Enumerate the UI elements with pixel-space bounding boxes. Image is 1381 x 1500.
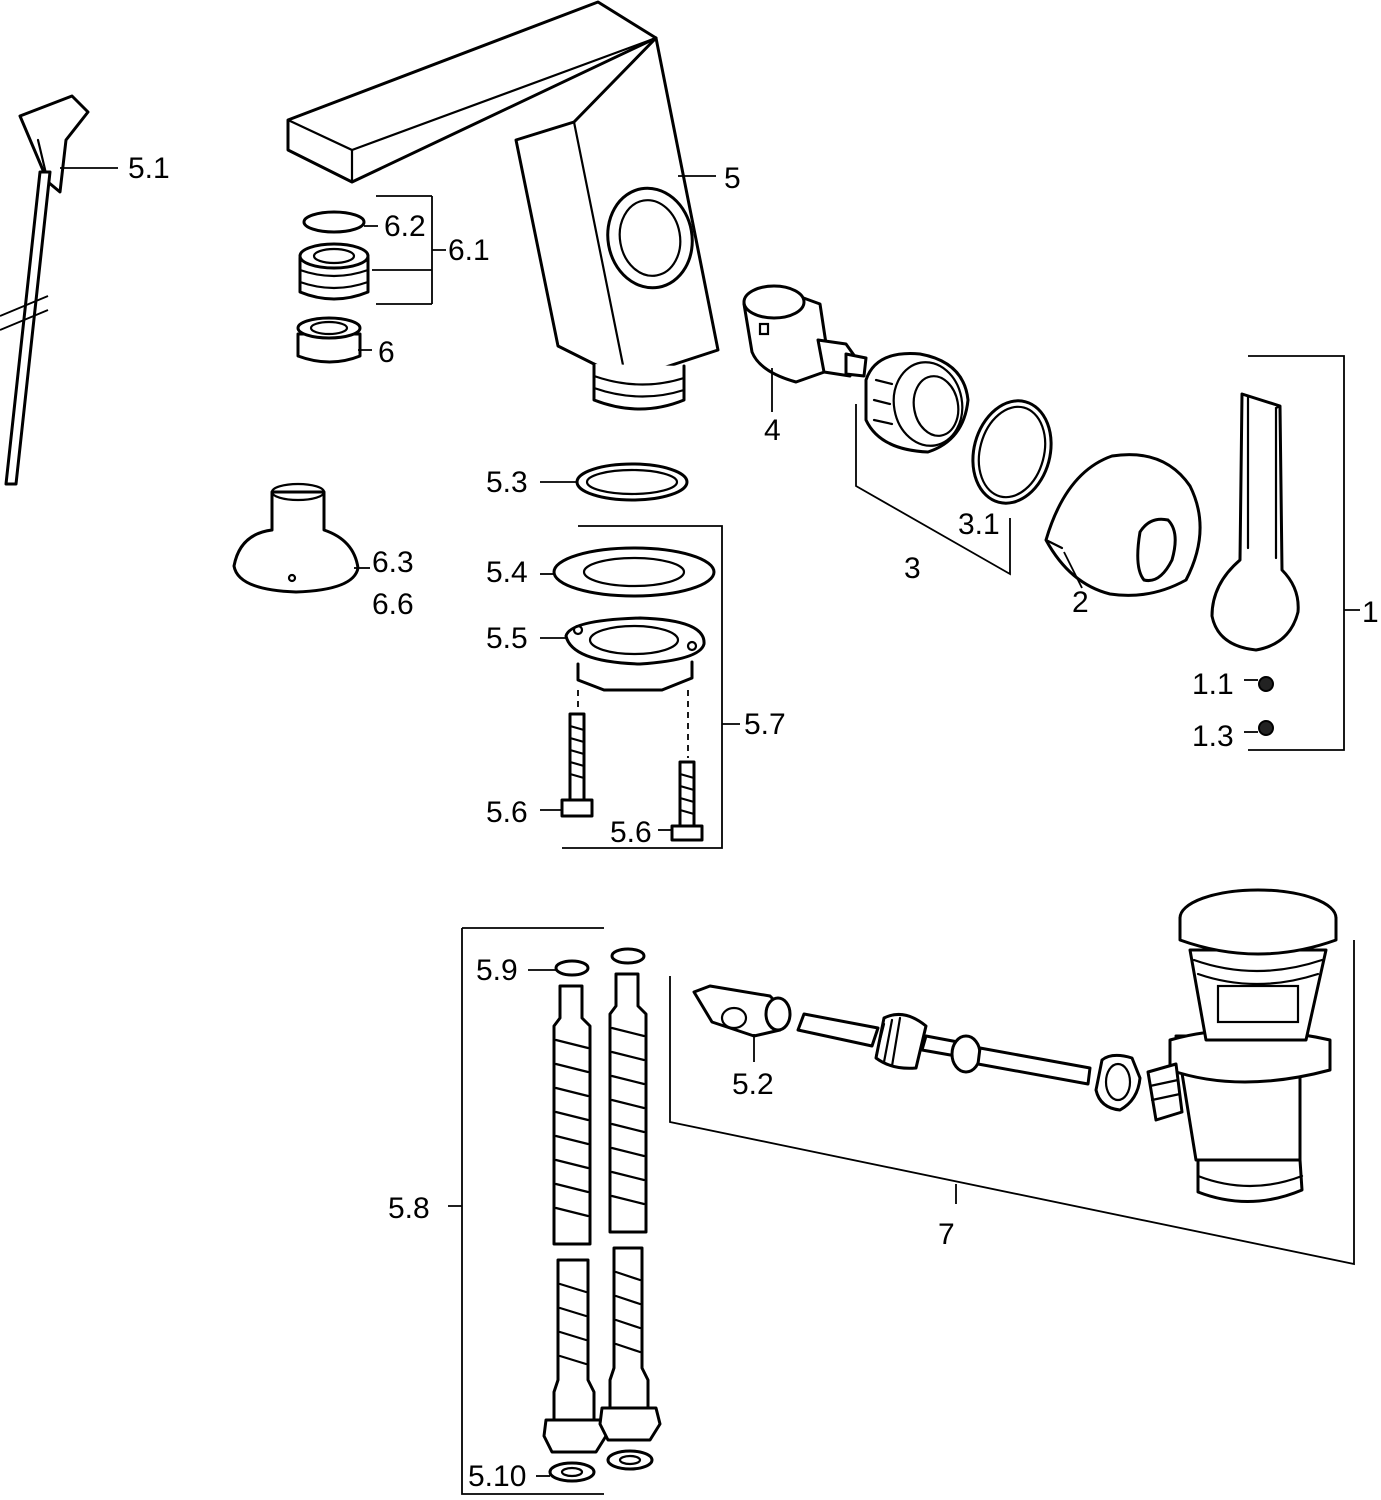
callout-1-3: 1.3 xyxy=(1192,720,1234,753)
callout-5-3: 5.3 xyxy=(486,466,528,499)
callout-5-10: 5.10 xyxy=(468,1460,526,1493)
callout-5-5: 5.5 xyxy=(486,622,528,655)
callout-3-1: 3.1 xyxy=(958,508,1000,541)
callout-6-6: 6.6 xyxy=(372,588,414,621)
callout-6-2: 6.2 xyxy=(384,210,426,243)
callout-labels: 5.1 5 6.2 6.1 6 4 5.3 3.1 3 6.3 5.4 6.6 … xyxy=(128,152,1379,1493)
callout-5-6-right: 5.6 xyxy=(610,816,652,849)
callout-3: 3 xyxy=(904,552,921,585)
callout-5: 5 xyxy=(724,162,741,195)
part-5-7-fixing-set xyxy=(540,525,740,849)
part-1-lever-handle xyxy=(1210,355,1360,751)
part-5-8-flex-hoses xyxy=(448,927,662,1495)
part-4-cartridge xyxy=(742,284,868,412)
part-3-bonnet-group xyxy=(855,352,1053,576)
callout-5-9: 5.9 xyxy=(476,954,518,987)
callout-6: 6 xyxy=(378,336,395,369)
callout-1-1: 1.1 xyxy=(1192,668,1234,701)
callout-5-8: 5.8 xyxy=(388,1192,430,1225)
callout-5-4: 5.4 xyxy=(486,556,528,589)
part-7-pop-up-waste xyxy=(669,888,1355,1266)
part-5-faucet-body xyxy=(286,0,720,411)
callout-5-1: 5.1 xyxy=(128,152,170,185)
part-6-aerator-group xyxy=(296,195,446,364)
part-6-3-cap xyxy=(232,482,370,594)
callout-6-1: 6.1 xyxy=(448,234,490,267)
callout-7: 7 xyxy=(938,1218,955,1251)
callout-5-6-left: 5.6 xyxy=(486,796,528,829)
callout-5-7: 5.7 xyxy=(744,708,786,741)
callout-5-2: 5.2 xyxy=(732,1068,774,1101)
callout-6-3: 6.3 xyxy=(372,546,414,579)
callout-1: 1 xyxy=(1362,596,1379,629)
callout-4: 4 xyxy=(764,414,781,447)
part-5-3-o-ring xyxy=(540,462,689,502)
callout-2: 2 xyxy=(1072,586,1089,619)
part-5-1-lever-rod xyxy=(0,94,118,486)
part-2-handle-sleeve xyxy=(1044,453,1202,597)
